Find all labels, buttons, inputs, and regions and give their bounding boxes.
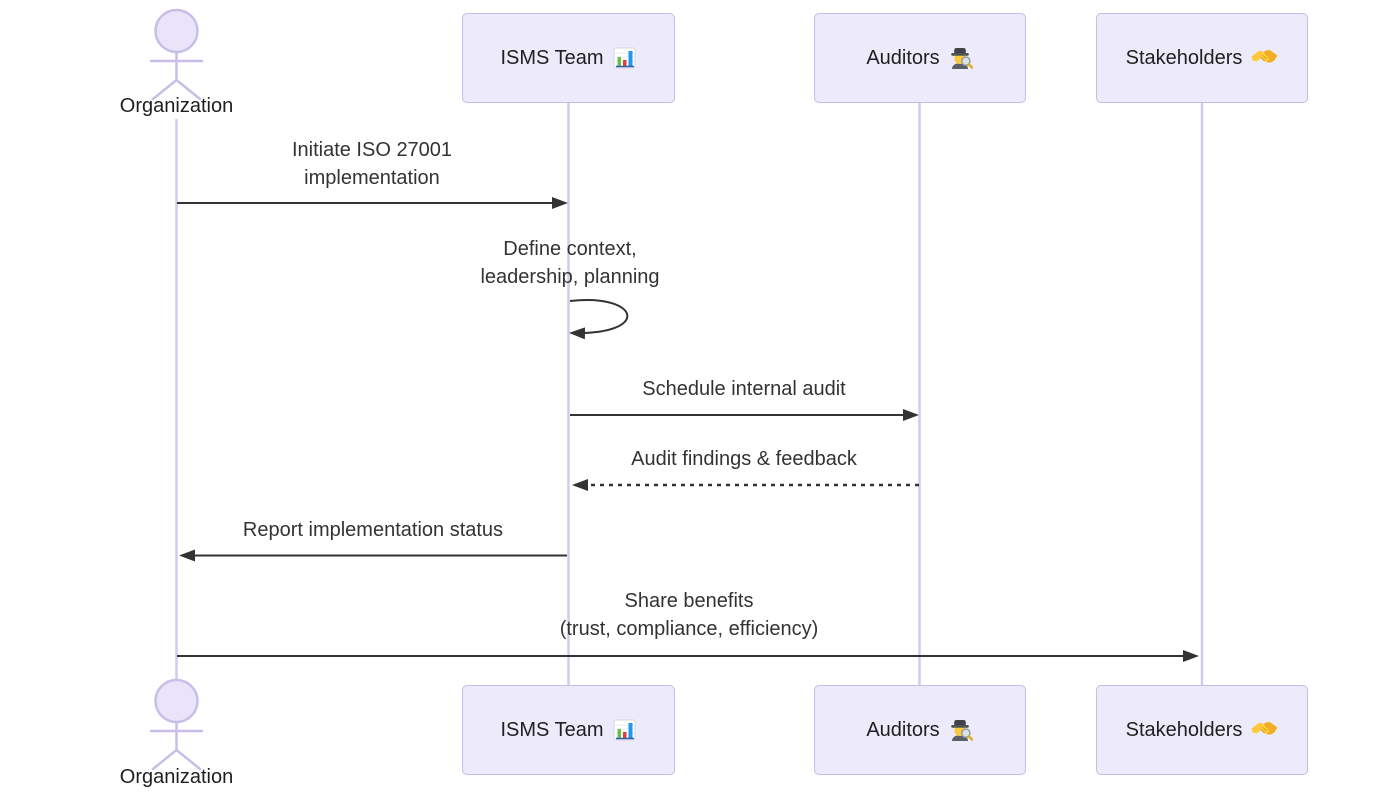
handshake-icon <box>1251 722 1278 735</box>
participant-label: ISMS Team <box>500 718 604 741</box>
arrow-self-loop-define-context <box>569 299 629 340</box>
actor-figure-organization-top <box>149 8 204 101</box>
message-define-context: Define context, leadership, planning <box>480 238 660 288</box>
message-initiate-implementation: Initiate ISO 27001 implementation <box>291 139 453 189</box>
actor-head <box>154 678 199 724</box>
participant-isms-team-bottom: ISMS Team <box>462 685 675 775</box>
participant-label: Stakeholders <box>1125 46 1243 69</box>
message-report-status: Report implementation status <box>242 519 504 541</box>
actor-label-organization-bottom: Organization <box>119 766 234 788</box>
actor-head <box>154 8 199 54</box>
message-share-benefits: Share benefits (trust, compliance, effic… <box>559 590 819 640</box>
detective-icon <box>950 48 973 69</box>
message-schedule-internal-audit: Schedule internal audit <box>642 378 846 400</box>
participant-label: Stakeholders <box>1125 718 1243 741</box>
actor-figure-organization-bottom <box>149 678 204 771</box>
participant-label: Auditors <box>866 718 940 741</box>
participant-isms-team-top: ISMS Team <box>462 13 675 103</box>
message-audit-findings-feedback: Audit findings & feedback <box>631 448 857 470</box>
bar-chart-icon <box>613 719 635 741</box>
handshake-icon <box>1251 50 1278 63</box>
participant-label: ISMS Team <box>500 46 604 69</box>
participant-label: Auditors <box>866 46 940 69</box>
detective-icon <box>950 720 973 741</box>
actor-label-organization-top: Organization <box>119 95 234 117</box>
participant-auditors-bottom: Auditors <box>813 685 1026 775</box>
participant-stakeholders-top: Stakeholders <box>1096 13 1308 103</box>
message-arrows <box>177 197 1199 662</box>
participant-auditors-top: Auditors <box>813 13 1026 103</box>
lifelines <box>175 103 1204 685</box>
bar-chart-icon <box>613 47 635 69</box>
participant-stakeholders-bottom: Stakeholders <box>1096 685 1308 775</box>
